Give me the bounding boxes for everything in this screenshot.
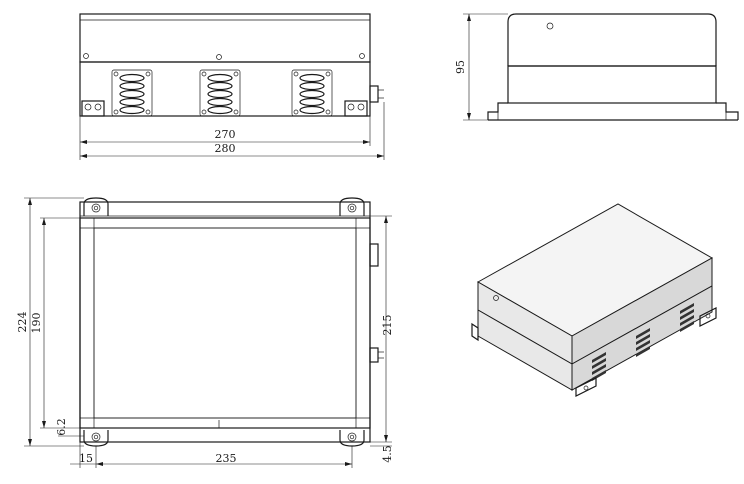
front-lid bbox=[79, 13, 371, 63]
side-foot-right bbox=[716, 102, 739, 120]
dim-label-224: 224 bbox=[16, 312, 29, 333]
dim-label-270: 270 bbox=[215, 128, 236, 141]
side-lid bbox=[507, 13, 717, 66]
iso-vents bbox=[592, 303, 694, 381]
dim-label-235: 235 bbox=[216, 452, 237, 465]
dim-label-15: 15 bbox=[79, 452, 93, 465]
dim-label-280: 280 bbox=[215, 142, 236, 155]
mount-ear-top-right bbox=[339, 197, 365, 216]
mount-ear-bottom-left bbox=[83, 430, 109, 447]
mount-ear-bottom-right bbox=[339, 430, 365, 447]
side-body bbox=[507, 65, 717, 104]
top-body bbox=[79, 217, 371, 429]
fan-grille-center bbox=[199, 69, 241, 117]
fan-grille-right bbox=[291, 69, 333, 117]
front-view: 270 280 bbox=[79, 13, 385, 160]
front-foot-left bbox=[81, 100, 105, 117]
top-connector-lower bbox=[369, 347, 379, 363]
dim-label-190: 190 bbox=[30, 313, 43, 334]
isometric-view bbox=[471, 203, 717, 397]
iso-foot-right bbox=[699, 307, 717, 327]
dim-label-6-2: 6.2 bbox=[55, 418, 68, 436]
fan-grille-left bbox=[111, 69, 153, 117]
dim-label-95: 95 bbox=[454, 60, 467, 74]
iso-foot-left bbox=[471, 322, 479, 342]
dim-label-4-5: 4.5 bbox=[381, 445, 394, 463]
top-base-plate bbox=[79, 201, 371, 443]
top-view: 224 190 215 4.5 6.2 15 235 bbox=[16, 197, 394, 468]
iso-body-right bbox=[571, 285, 713, 391]
dim-label-215: 215 bbox=[381, 315, 394, 336]
top-connector-upper bbox=[369, 243, 379, 267]
side-view: 95 bbox=[454, 13, 739, 121]
front-connector bbox=[369, 85, 379, 103]
front-foot-right bbox=[344, 100, 368, 117]
mount-ear-top-left bbox=[83, 197, 109, 216]
iso-foot-front bbox=[575, 377, 597, 397]
